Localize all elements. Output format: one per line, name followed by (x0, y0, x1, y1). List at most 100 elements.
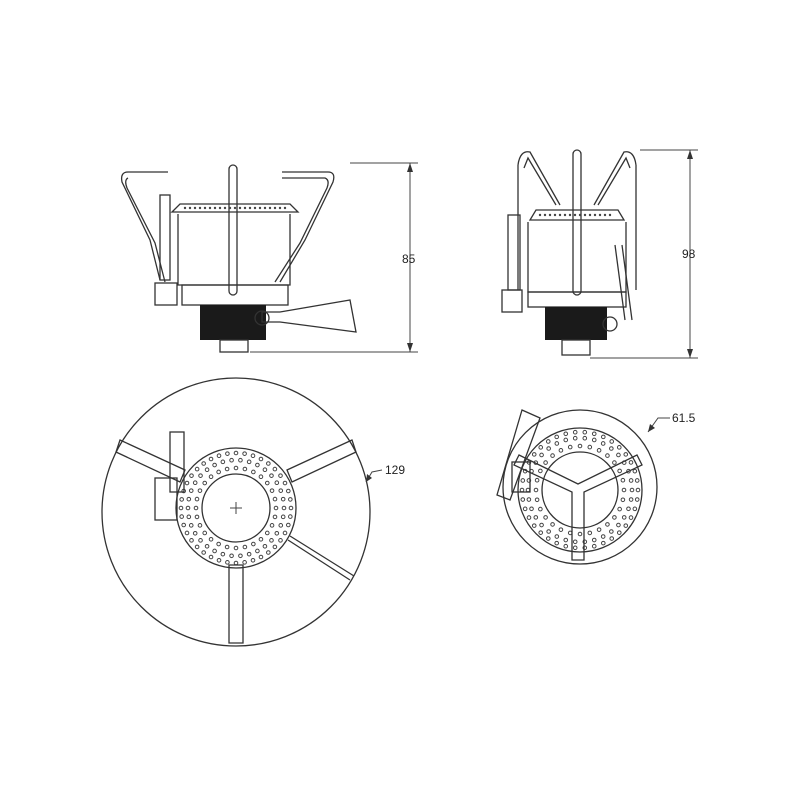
burner-hole (269, 488, 275, 493)
burner-hole (208, 206, 212, 210)
burner-hole (264, 480, 270, 486)
burner-hole (628, 460, 634, 465)
dimension-label-129: 129 (385, 463, 405, 477)
burner-hole (251, 541, 256, 547)
burner-hole (621, 487, 627, 493)
burner-hole (208, 554, 214, 560)
burner-hole (272, 514, 278, 520)
burner-hole (526, 478, 532, 483)
igniter (507, 214, 521, 291)
burner-hole (546, 529, 551, 534)
burner-hole (272, 544, 278, 550)
burner-hole (193, 505, 199, 511)
burner-hole (578, 213, 582, 217)
burner-hole (635, 487, 641, 493)
dimension-label-98: 98 (682, 247, 696, 261)
burner-hole (534, 477, 540, 483)
valve-knob (254, 310, 270, 326)
burner-hole (538, 530, 544, 535)
burner-hole (632, 506, 638, 512)
pot-support-left (517, 151, 561, 290)
burner-hole (609, 439, 615, 444)
burner-hole (288, 497, 293, 502)
burner-hole (281, 505, 287, 511)
burner-hole (208, 536, 214, 542)
burner-hole (189, 538, 194, 543)
burner-hole (248, 206, 252, 210)
support-leg-bottom (228, 564, 244, 644)
burner-hole (609, 529, 614, 534)
burner-hole (626, 506, 631, 512)
burner-hole (263, 206, 267, 210)
burner-hole (184, 480, 190, 486)
burner-hole (179, 497, 184, 502)
burner-hole (282, 530, 288, 536)
burner-hole (213, 206, 217, 210)
burner-hole (280, 496, 286, 502)
burner-holes (538, 213, 612, 217)
dimension-label-61-5: 61.5 (672, 411, 696, 425)
burner-hole (273, 505, 279, 511)
burner-hole (546, 446, 551, 451)
igniter (159, 194, 171, 281)
burner-hole (225, 560, 230, 565)
burner-hole (220, 459, 226, 465)
burner-hole (178, 505, 184, 511)
burner-hole (258, 536, 264, 542)
leader-arrow (366, 474, 372, 482)
burner-hole (216, 469, 221, 475)
burner-hole (288, 505, 294, 511)
burner-hole (553, 213, 557, 217)
burner-hole (269, 473, 274, 478)
burner-hole (572, 539, 578, 545)
burner-hole (577, 531, 583, 537)
burner-hole (550, 522, 555, 527)
burner-hole (264, 530, 270, 536)
burner-hole (253, 206, 257, 210)
burner-hole (634, 478, 640, 483)
base-collar (527, 291, 627, 308)
burner-hole (189, 473, 194, 478)
igniter (496, 409, 541, 501)
support-leg-left (115, 439, 186, 483)
burner-hole (216, 558, 222, 563)
burner-hole (266, 550, 271, 555)
igniter-block (501, 289, 523, 313)
burner-hole (216, 453, 222, 458)
burner-hole (543, 515, 548, 520)
burner-hole (246, 459, 252, 465)
top-view-open: 129 (101, 377, 405, 647)
burner-hole (288, 514, 293, 519)
burner-hole (609, 446, 614, 451)
burner-plate (170, 203, 300, 213)
burner-hole (272, 466, 278, 472)
burner-hole (246, 551, 252, 557)
burner-hole (632, 468, 638, 474)
burner-ring-inner (201, 473, 271, 543)
burner-hole (269, 523, 275, 528)
burner-hole (229, 457, 234, 463)
burner-hole (620, 497, 626, 503)
burner-hole (526, 515, 532, 520)
pot-support-right (593, 151, 637, 290)
burner-holes (519, 429, 641, 551)
burner-hole (538, 445, 544, 450)
burner-holes (178, 450, 294, 566)
burner-ring-outer (175, 447, 297, 569)
burner-hole (529, 506, 534, 512)
burner-hole (186, 514, 192, 520)
burner-ring-inner (541, 451, 619, 529)
center-pin (228, 164, 238, 296)
burner-hole (582, 435, 588, 441)
igniter-block (511, 461, 531, 493)
burner-hole (539, 522, 544, 528)
burner-hole (558, 448, 564, 453)
burner-hole (242, 544, 248, 550)
burner-hole (554, 434, 560, 440)
burner-hole (224, 544, 230, 550)
burner-hole (250, 558, 256, 563)
burner-hole (278, 206, 282, 210)
burner-hole (198, 538, 203, 543)
burner-hole (554, 441, 560, 446)
